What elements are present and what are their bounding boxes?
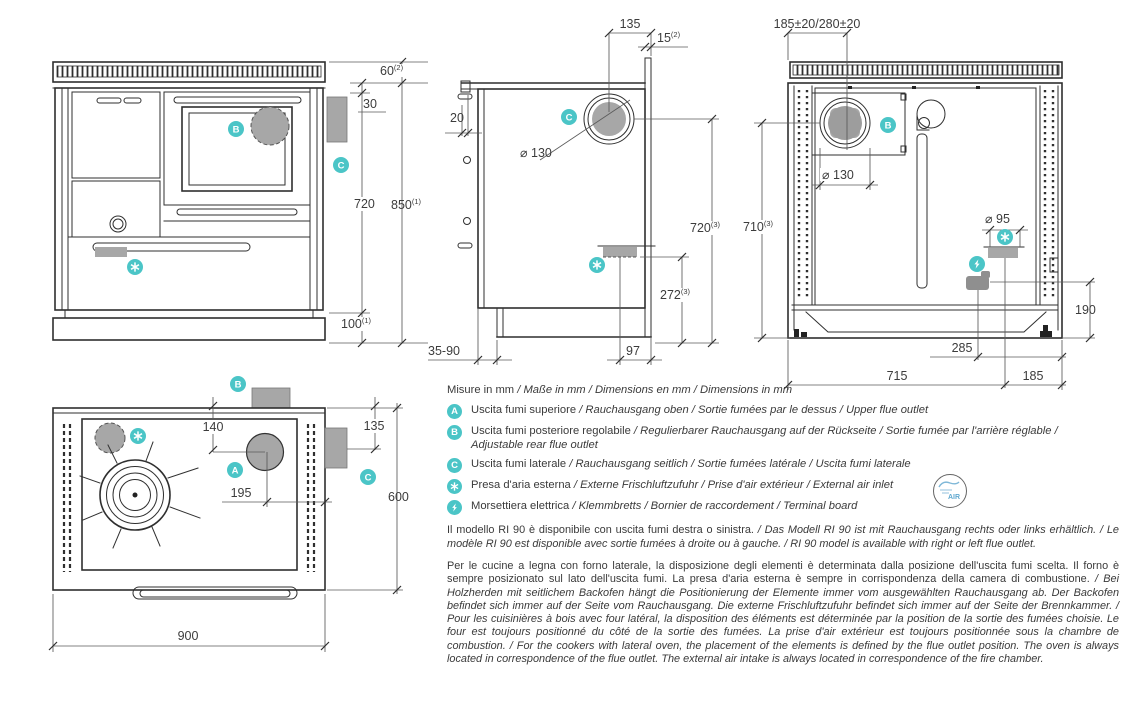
oven-door [163, 91, 311, 206]
legend-item-b: B Uscita fumi posteriore regolabile / Re… [447, 424, 1119, 452]
asterisk-icon [592, 260, 602, 270]
external-air-inlet-rear [988, 248, 1018, 258]
legend-item-a: A Uscita fumi superiore / Rauchausgang o… [447, 403, 1119, 420]
lightning-icon [452, 503, 457, 512]
svg-text:B: B [235, 379, 242, 390]
dim-135-top: 135 [364, 419, 385, 433]
svg-text:B: B [233, 124, 240, 135]
fan-housing [916, 99, 946, 129]
front-view: 60(2) 30 720 850(1) 100(1) B C [52, 57, 428, 348]
dim-dia130-rear: ⌀ 130 [822, 168, 854, 182]
svg-text:AIR: AIR [948, 494, 960, 501]
svg-text:A: A [232, 465, 239, 476]
thermometer-icon [109, 215, 127, 233]
rear-flue-position [250, 106, 290, 146]
marker-b-badge: B [447, 425, 462, 441]
legend-text-air: Presa d'aria esterna / Externe Frischluf… [471, 479, 894, 492]
marker-b-rear: B [880, 117, 896, 133]
dim-135-side: 135 [620, 17, 641, 31]
legend-text-b: Uscita fumi posteriore regolabile / Regu… [471, 425, 1058, 452]
marker-c-front: C [333, 157, 349, 173]
side-flue-outlet-top [324, 427, 348, 469]
external-air-inlet-side [603, 247, 637, 257]
dim-710: 710(3) [743, 219, 774, 234]
dim-35-90: 35-90 [428, 344, 460, 358]
air-badge-icon: AIR [938, 481, 960, 501]
rear-view: 185±20/280±20 ⌀ 130 710(3) ⌀ 95 190 285 … [741, 17, 1096, 390]
dim-190: 190 [1075, 303, 1096, 317]
dim-185-280: 185±20/280±20 [774, 17, 861, 31]
marker-a-top: A [227, 462, 243, 478]
dim-195: 195 [231, 486, 252, 500]
asterisk-icon [1000, 232, 1010, 242]
dim-285: 285 [952, 341, 973, 355]
units-note: Misure in mm / Maße in mm / Dimensions e… [447, 384, 793, 396]
electrical-badge [447, 500, 462, 516]
dim-97: 97 [626, 344, 640, 358]
side-flue-outlet-box [326, 96, 348, 143]
marker-b-front: B [228, 121, 244, 137]
dim-140: 140 [203, 420, 224, 434]
dim-900: 900 [178, 629, 199, 643]
marker-electrical [969, 256, 985, 272]
marker-air-rear [997, 229, 1013, 245]
asterisk-icon [130, 262, 140, 272]
dim-dia95: ⌀ 95 [985, 212, 1010, 226]
legend-item-elec: Morsettiera elettrica / Klemmbretts / Bo… [447, 499, 1119, 516]
dim-272: 272(3) [660, 287, 691, 302]
dim-20: 20 [450, 111, 464, 125]
marker-b-top: B [230, 376, 246, 392]
dim-30: 30 [363, 97, 377, 111]
marker-air-side [589, 257, 605, 273]
lightning-icon [974, 259, 980, 269]
marker-air-top [130, 428, 146, 444]
asterisk-icon [450, 482, 459, 491]
legend-item-air: Presa d'aria esterna / Externe Frischluf… [447, 474, 1119, 509]
svg-text:C: C [338, 160, 345, 171]
legend-text-c: Uscita fumi laterale / Rauchausgang seit… [471, 458, 911, 471]
marker-c-top: C [360, 469, 376, 485]
ash-lever [92, 242, 251, 252]
svg-text:C: C [365, 472, 372, 483]
placement-note: Per le cucine a legna con forno laterale… [447, 559, 1119, 665]
model-availability-note: Il modello RI 90 è disponibile con uscit… [447, 524, 1119, 550]
air-inlet-badge [447, 479, 462, 495]
external-air-inlet-front [95, 247, 127, 257]
marker-c-badge: C [447, 458, 462, 474]
rear-flue-box [811, 92, 906, 156]
dim-720-front: 720 [354, 197, 375, 211]
dim-715: 715 [887, 369, 908, 383]
air-quality-badge: AIR [933, 474, 967, 509]
rear-flue-outlet-top [251, 387, 291, 409]
top-view: 140 195 135 600 900 B A C [48, 376, 409, 652]
plinth [52, 317, 326, 341]
firebox-door [71, 91, 161, 179]
marker-a-badge: A [447, 404, 462, 420]
dim-185-rear: 185 [1023, 369, 1044, 383]
side-view: 135 15(2) 20 ⌀ 130 720(3) 272(3) 35-90 9… [428, 17, 722, 365]
marker-air-front [127, 259, 143, 275]
svg-text:C: C [566, 112, 573, 123]
dim-850: 850(1) [391, 197, 422, 212]
dim-60: 60(2) [380, 63, 404, 78]
terminal-board [966, 276, 989, 290]
dim-600: 600 [388, 490, 409, 504]
dim-720-side: 720(3) [690, 220, 721, 235]
legend-text-a: Uscita fumi superiore / Rauchausgang obe… [471, 404, 929, 417]
air-inlet-position-top [94, 422, 126, 454]
legend-panel: Misure in mm / Maße in mm / Dimensions e… [447, 383, 1119, 666]
legend-text-elec: Morsettiera elettrica / Klemmbretts / Bo… [471, 500, 858, 513]
asterisk-icon [133, 431, 143, 441]
dim-100: 100(1) [341, 316, 372, 331]
hotplate [79, 441, 201, 549]
dim-dia130-side: ⌀ 130 [520, 146, 552, 160]
dim-15: 15(2) [657, 30, 681, 45]
marker-c-side: C [561, 109, 577, 125]
legend-item-c: C Uscita fumi laterale / Rauchausgang se… [447, 457, 1119, 474]
svg-text:B: B [885, 120, 892, 131]
oven-handle-top [132, 586, 298, 600]
